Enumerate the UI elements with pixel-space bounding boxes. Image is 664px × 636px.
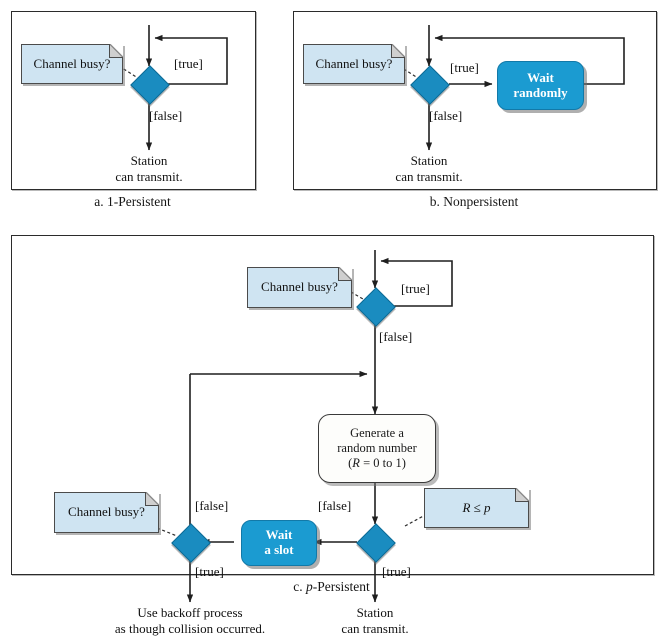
- caption-panel-c-prefix: c.: [293, 579, 303, 594]
- process-generate-line1: Generate a: [350, 426, 404, 440]
- note-r-le-p-rest: ≤ p: [473, 499, 491, 515]
- panel-a-connectors: [118, 25, 228, 151]
- note-fold-icon: [145, 492, 159, 506]
- action-wait-randomly-line1: Wait: [527, 69, 554, 85]
- caption-panel-c-suffix: -Persistent: [312, 579, 370, 594]
- process-generate-random-number: Generate a random number (R = 0 to 1): [318, 414, 436, 483]
- panel-b-connectors: [398, 25, 625, 151]
- note-channel-busy-top: Channel busy?: [247, 267, 352, 308]
- note-r-le-p: R ≤ p: [424, 488, 529, 528]
- label-false: [false]: [149, 108, 183, 123]
- note-channel-busy-label: Channel busy?: [315, 55, 393, 71]
- panel-a-diagram: [12, 12, 255, 189]
- action-wait-a-slot-line1: Wait: [265, 527, 293, 543]
- panel-b-nonpersistent: Channel busy? [true] [false] Wait random…: [293, 11, 657, 190]
- label-false-left: [false]: [195, 498, 229, 513]
- action-wait-randomly-line2: randomly: [513, 84, 568, 100]
- terminal-station-can-transmit-line1: Station: [130, 153, 168, 168]
- action-wait-a-slot: Wait a slot: [241, 520, 317, 566]
- process-generate-tail: = 0 to 1): [359, 456, 406, 470]
- terminal-station-can-transmit-line2: can transmit.: [395, 169, 463, 184]
- label-true: [true]: [450, 60, 479, 75]
- label-true-left: [true]: [195, 564, 224, 579]
- note-r-le-p-label: R ≤ p: [462, 499, 491, 516]
- panel-c-p-persistent: Channel busy? [true] [false] Generate a …: [11, 235, 654, 636]
- caption-panel-c: c. p-Persistent: [11, 579, 652, 595]
- action-wait-randomly: Wait randomly: [497, 61, 584, 110]
- terminal-use-backoff-line2: as though collision occurred.: [114, 621, 266, 636]
- process-generate-variable: R: [352, 456, 360, 470]
- caption-panel-c-italic: p: [306, 579, 313, 594]
- process-generate-line2: random number: [337, 441, 417, 455]
- note-fold-icon: [338, 267, 352, 281]
- note-fold-icon: [391, 44, 405, 58]
- label-false-right: [false]: [318, 498, 352, 513]
- terminal-station-can-transmit-line1: Station: [356, 605, 394, 620]
- terminal-station-can-transmit-line2: can transmit.: [115, 169, 183, 184]
- note-r-variable: R: [462, 499, 471, 515]
- caption-panel-a: a. 1-Persistent: [94, 194, 171, 209]
- note-channel-busy-top-label: Channel busy?: [261, 279, 338, 295]
- note-fold-icon: [515, 488, 529, 502]
- terminal-use-backoff-line1: Use backoff process: [137, 605, 243, 620]
- note-channel-busy-left-label: Channel busy?: [68, 504, 145, 520]
- label-true: [true]: [174, 56, 203, 71]
- note-channel-busy: Channel busy?: [21, 44, 123, 84]
- process-generate-line3: (R = 0 to 1): [348, 456, 406, 470]
- label-true-top: [true]: [401, 281, 430, 296]
- label-false-top: [false]: [379, 329, 413, 344]
- label-false: [false]: [429, 108, 463, 123]
- terminal-station-can-transmit-line1: Station: [410, 153, 448, 168]
- note-fold-icon: [109, 44, 123, 58]
- panel-b-diagram: [294, 12, 656, 189]
- label-true-right: [true]: [382, 564, 411, 579]
- note-channel-busy: Channel busy?: [303, 44, 405, 84]
- panel-a-1-persistent: Channel busy? [true] [false] Station can…: [11, 11, 256, 190]
- caption-panel-b: b. Nonpersistent: [429, 194, 519, 209]
- terminal-station-can-transmit-line2: can transmit.: [341, 621, 409, 636]
- action-wait-a-slot-line2: a slot: [264, 542, 294, 557]
- note-channel-busy-left: Channel busy?: [54, 492, 159, 533]
- note-channel-busy-label: Channel busy?: [33, 55, 111, 71]
